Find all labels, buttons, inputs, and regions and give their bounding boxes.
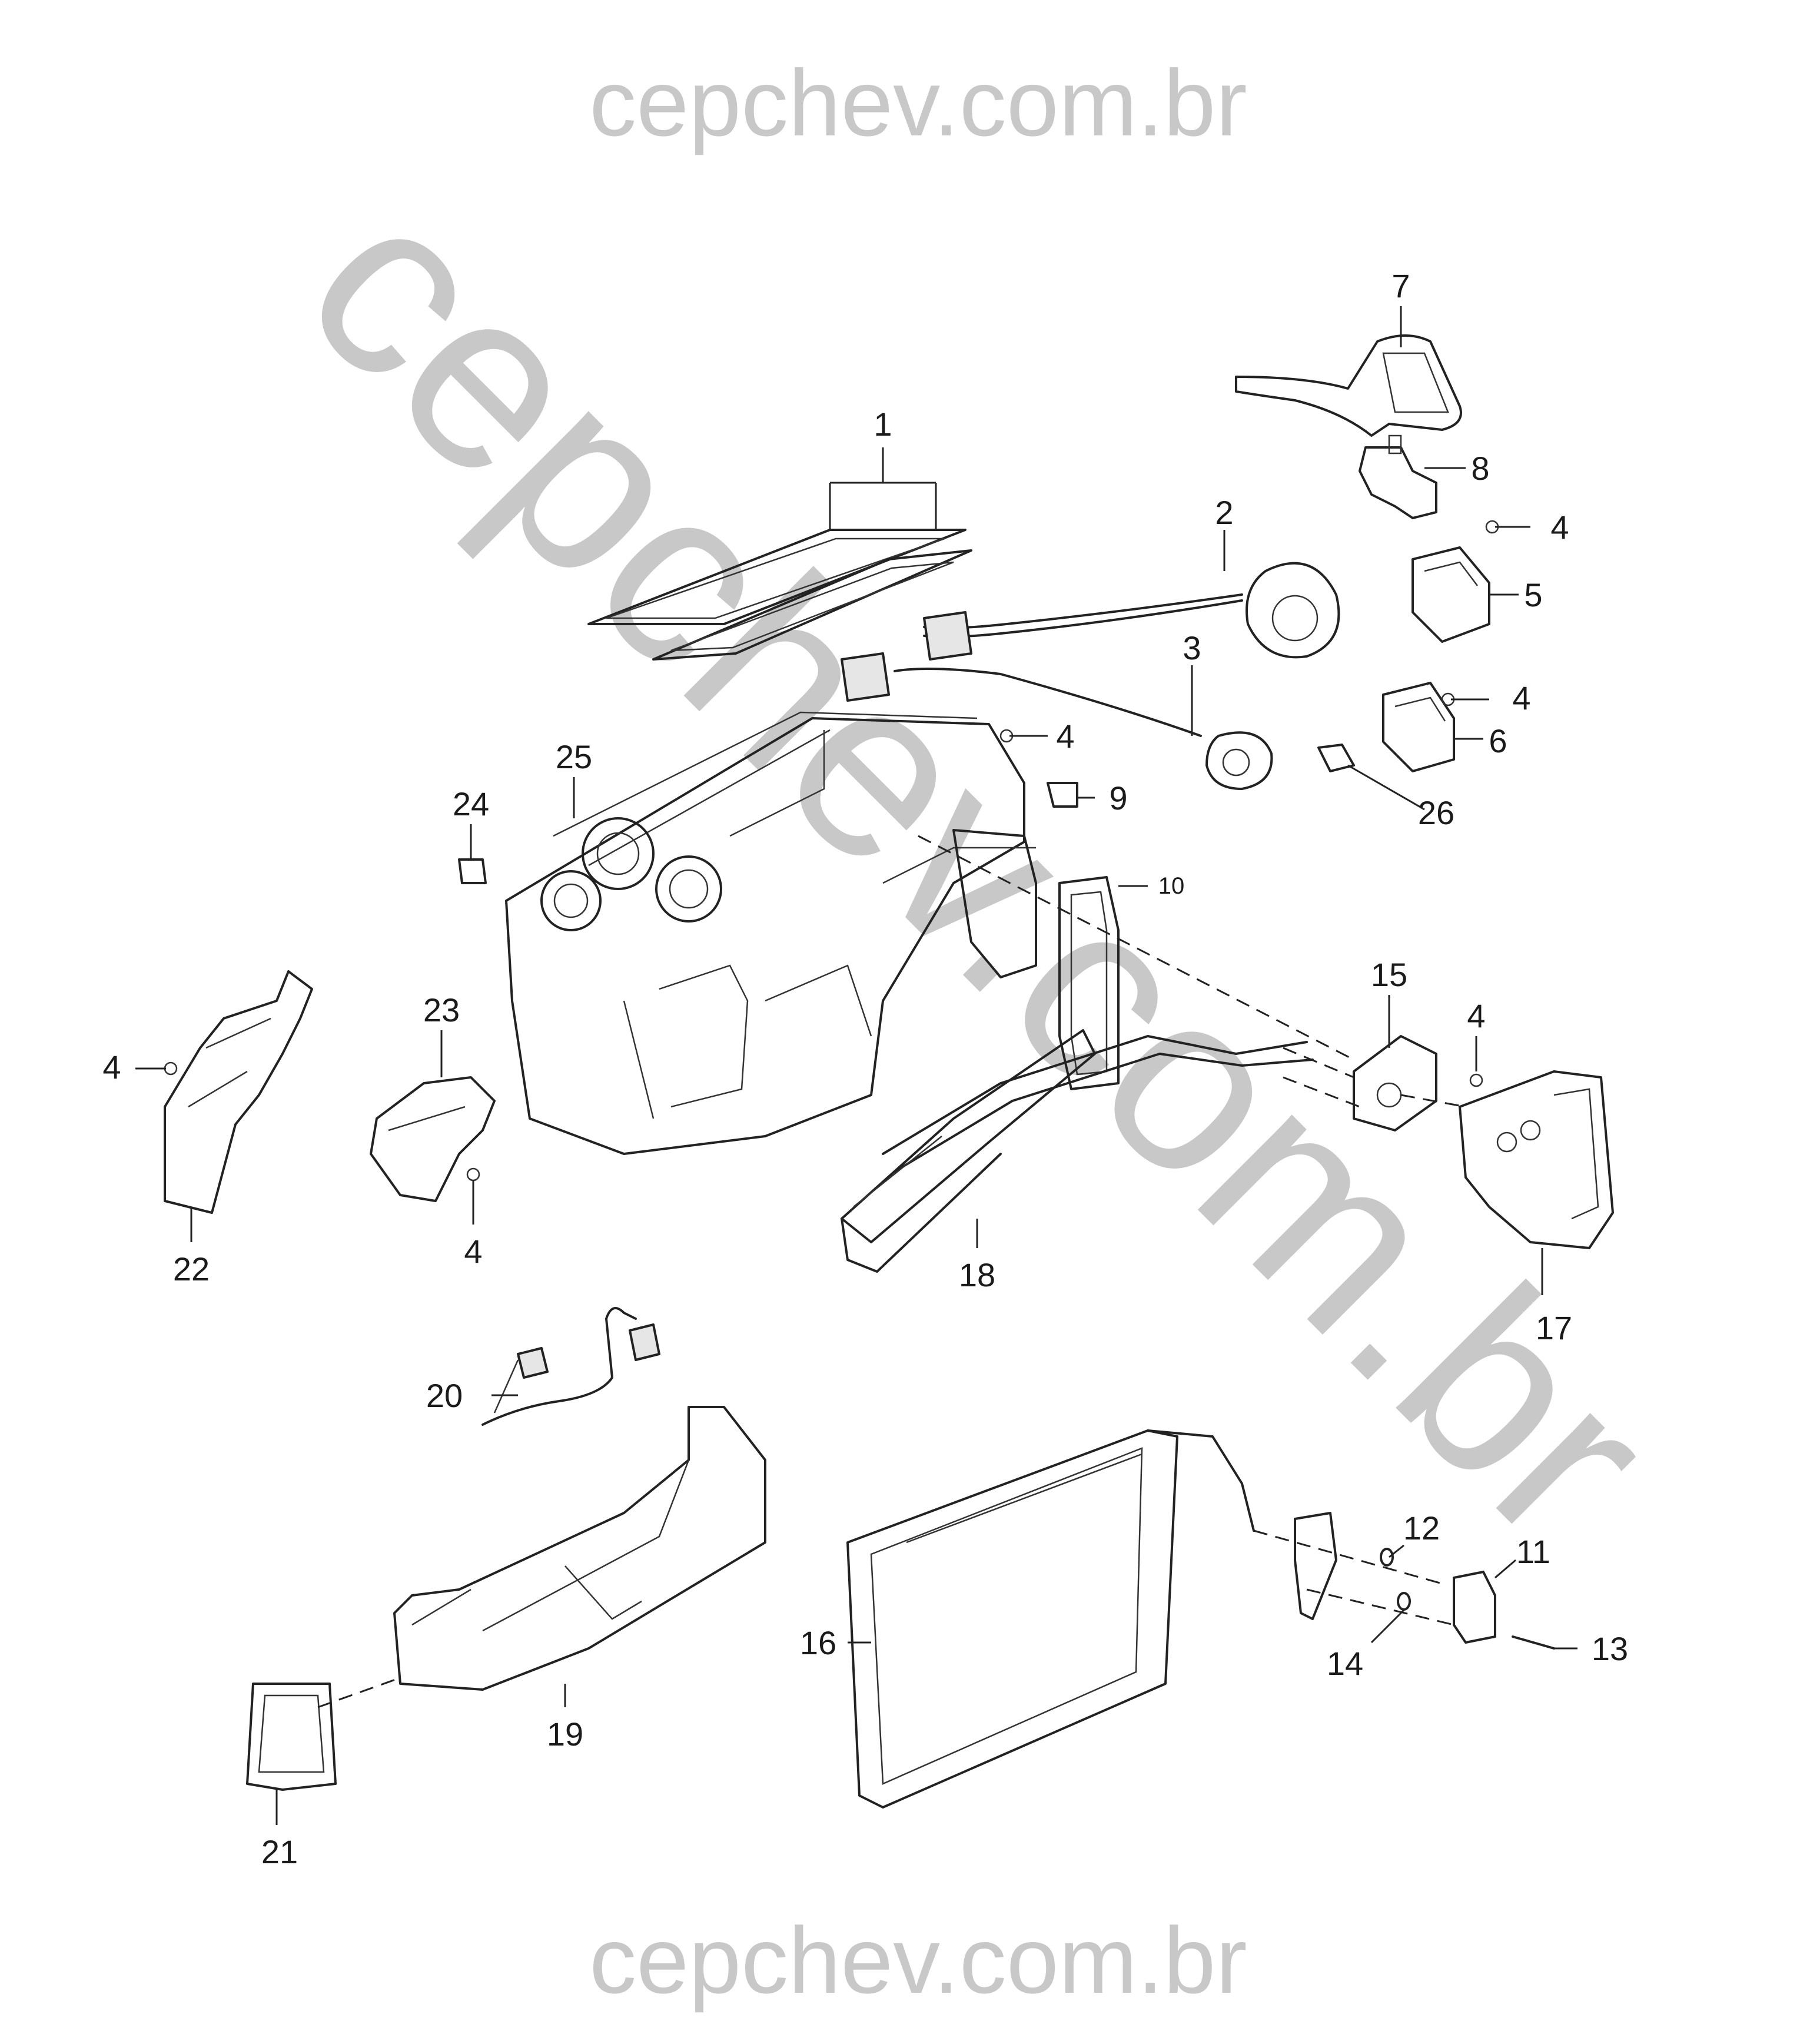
callout-12: 12	[1403, 1509, 1440, 1547]
callout-26: 26	[1418, 794, 1454, 831]
alignment-lines	[317, 835, 1466, 1708]
callout-4-d: 4	[1467, 997, 1485, 1034]
part-25-hvac-housing	[505, 711, 1037, 1155]
callout-22: 22	[173, 1250, 210, 1288]
part-7-hose	[1235, 334, 1462, 437]
callout-23: 23	[423, 991, 460, 1028]
part-24-clip	[458, 858, 487, 884]
callout-4-b: 4	[1512, 679, 1530, 716]
callout-19: 19	[547, 1716, 583, 1753]
watermark-bottom: cepchev.com.br	[589, 1907, 1247, 2013]
part-23-duct	[370, 1076, 496, 1202]
part-22-duct	[164, 970, 313, 1214]
callout-11: 11	[1516, 1533, 1550, 1570]
callout-20: 20	[426, 1377, 463, 1414]
callout-4-c: 4	[1056, 718, 1074, 755]
callout-4-e: 4	[102, 1048, 121, 1086]
callout-8: 8	[1471, 450, 1489, 487]
callout-18: 18	[959, 1256, 995, 1293]
callout-3: 3	[1183, 629, 1201, 666]
part-26-clip	[1317, 744, 1355, 772]
callout-4-f: 4	[464, 1233, 482, 1270]
callout-10: 10	[1158, 873, 1185, 899]
callout-9: 9	[1109, 779, 1127, 817]
callout-1: 1	[874, 406, 892, 443]
part-20-sensor	[481, 1307, 660, 1426]
callout-21: 21	[261, 1833, 298, 1870]
watermark-top: cepchev.com.br	[589, 50, 1247, 155]
part-5-actuator	[1412, 546, 1490, 643]
part-17-seal-plate	[1459, 1070, 1614, 1249]
callout-7: 7	[1391, 267, 1410, 304]
part-18-heater-core	[841, 1029, 1314, 1273]
leader-lines	[135, 306, 1577, 1825]
part-11-block	[1453, 1571, 1496, 1644]
part-2-actuator-harness	[923, 562, 1340, 661]
callout-4-a: 4	[1550, 509, 1569, 546]
callout-16: 16	[800, 1624, 836, 1661]
part-3-actuator-harness	[841, 652, 1273, 790]
part-14-oring	[1397, 1592, 1411, 1611]
callout-5: 5	[1524, 576, 1542, 613]
callout-25: 25	[556, 738, 592, 775]
part-16-evaporator	[846, 1429, 1255, 1809]
part-8-valve	[1359, 434, 1437, 519]
part-12-oring	[1380, 1548, 1394, 1567]
callout-15: 15	[1371, 956, 1407, 993]
part-evap-bracket	[1294, 1512, 1337, 1620]
part-21-seal-frame	[246, 1683, 337, 1791]
part-6-actuator	[1382, 682, 1455, 772]
callout-6: 6	[1489, 722, 1507, 759]
part-13-bolt	[1512, 1635, 1555, 1650]
callout-13: 13	[1592, 1630, 1628, 1667]
callout-17: 17	[1536, 1309, 1572, 1346]
part-9-clip	[1047, 782, 1078, 808]
callout-14: 14	[1327, 1645, 1363, 1682]
part-1-seal-frames	[587, 529, 972, 661]
part-19-lower-housing	[393, 1406, 766, 1691]
callout-24: 24	[453, 785, 489, 822]
callout-2: 2	[1215, 494, 1233, 531]
